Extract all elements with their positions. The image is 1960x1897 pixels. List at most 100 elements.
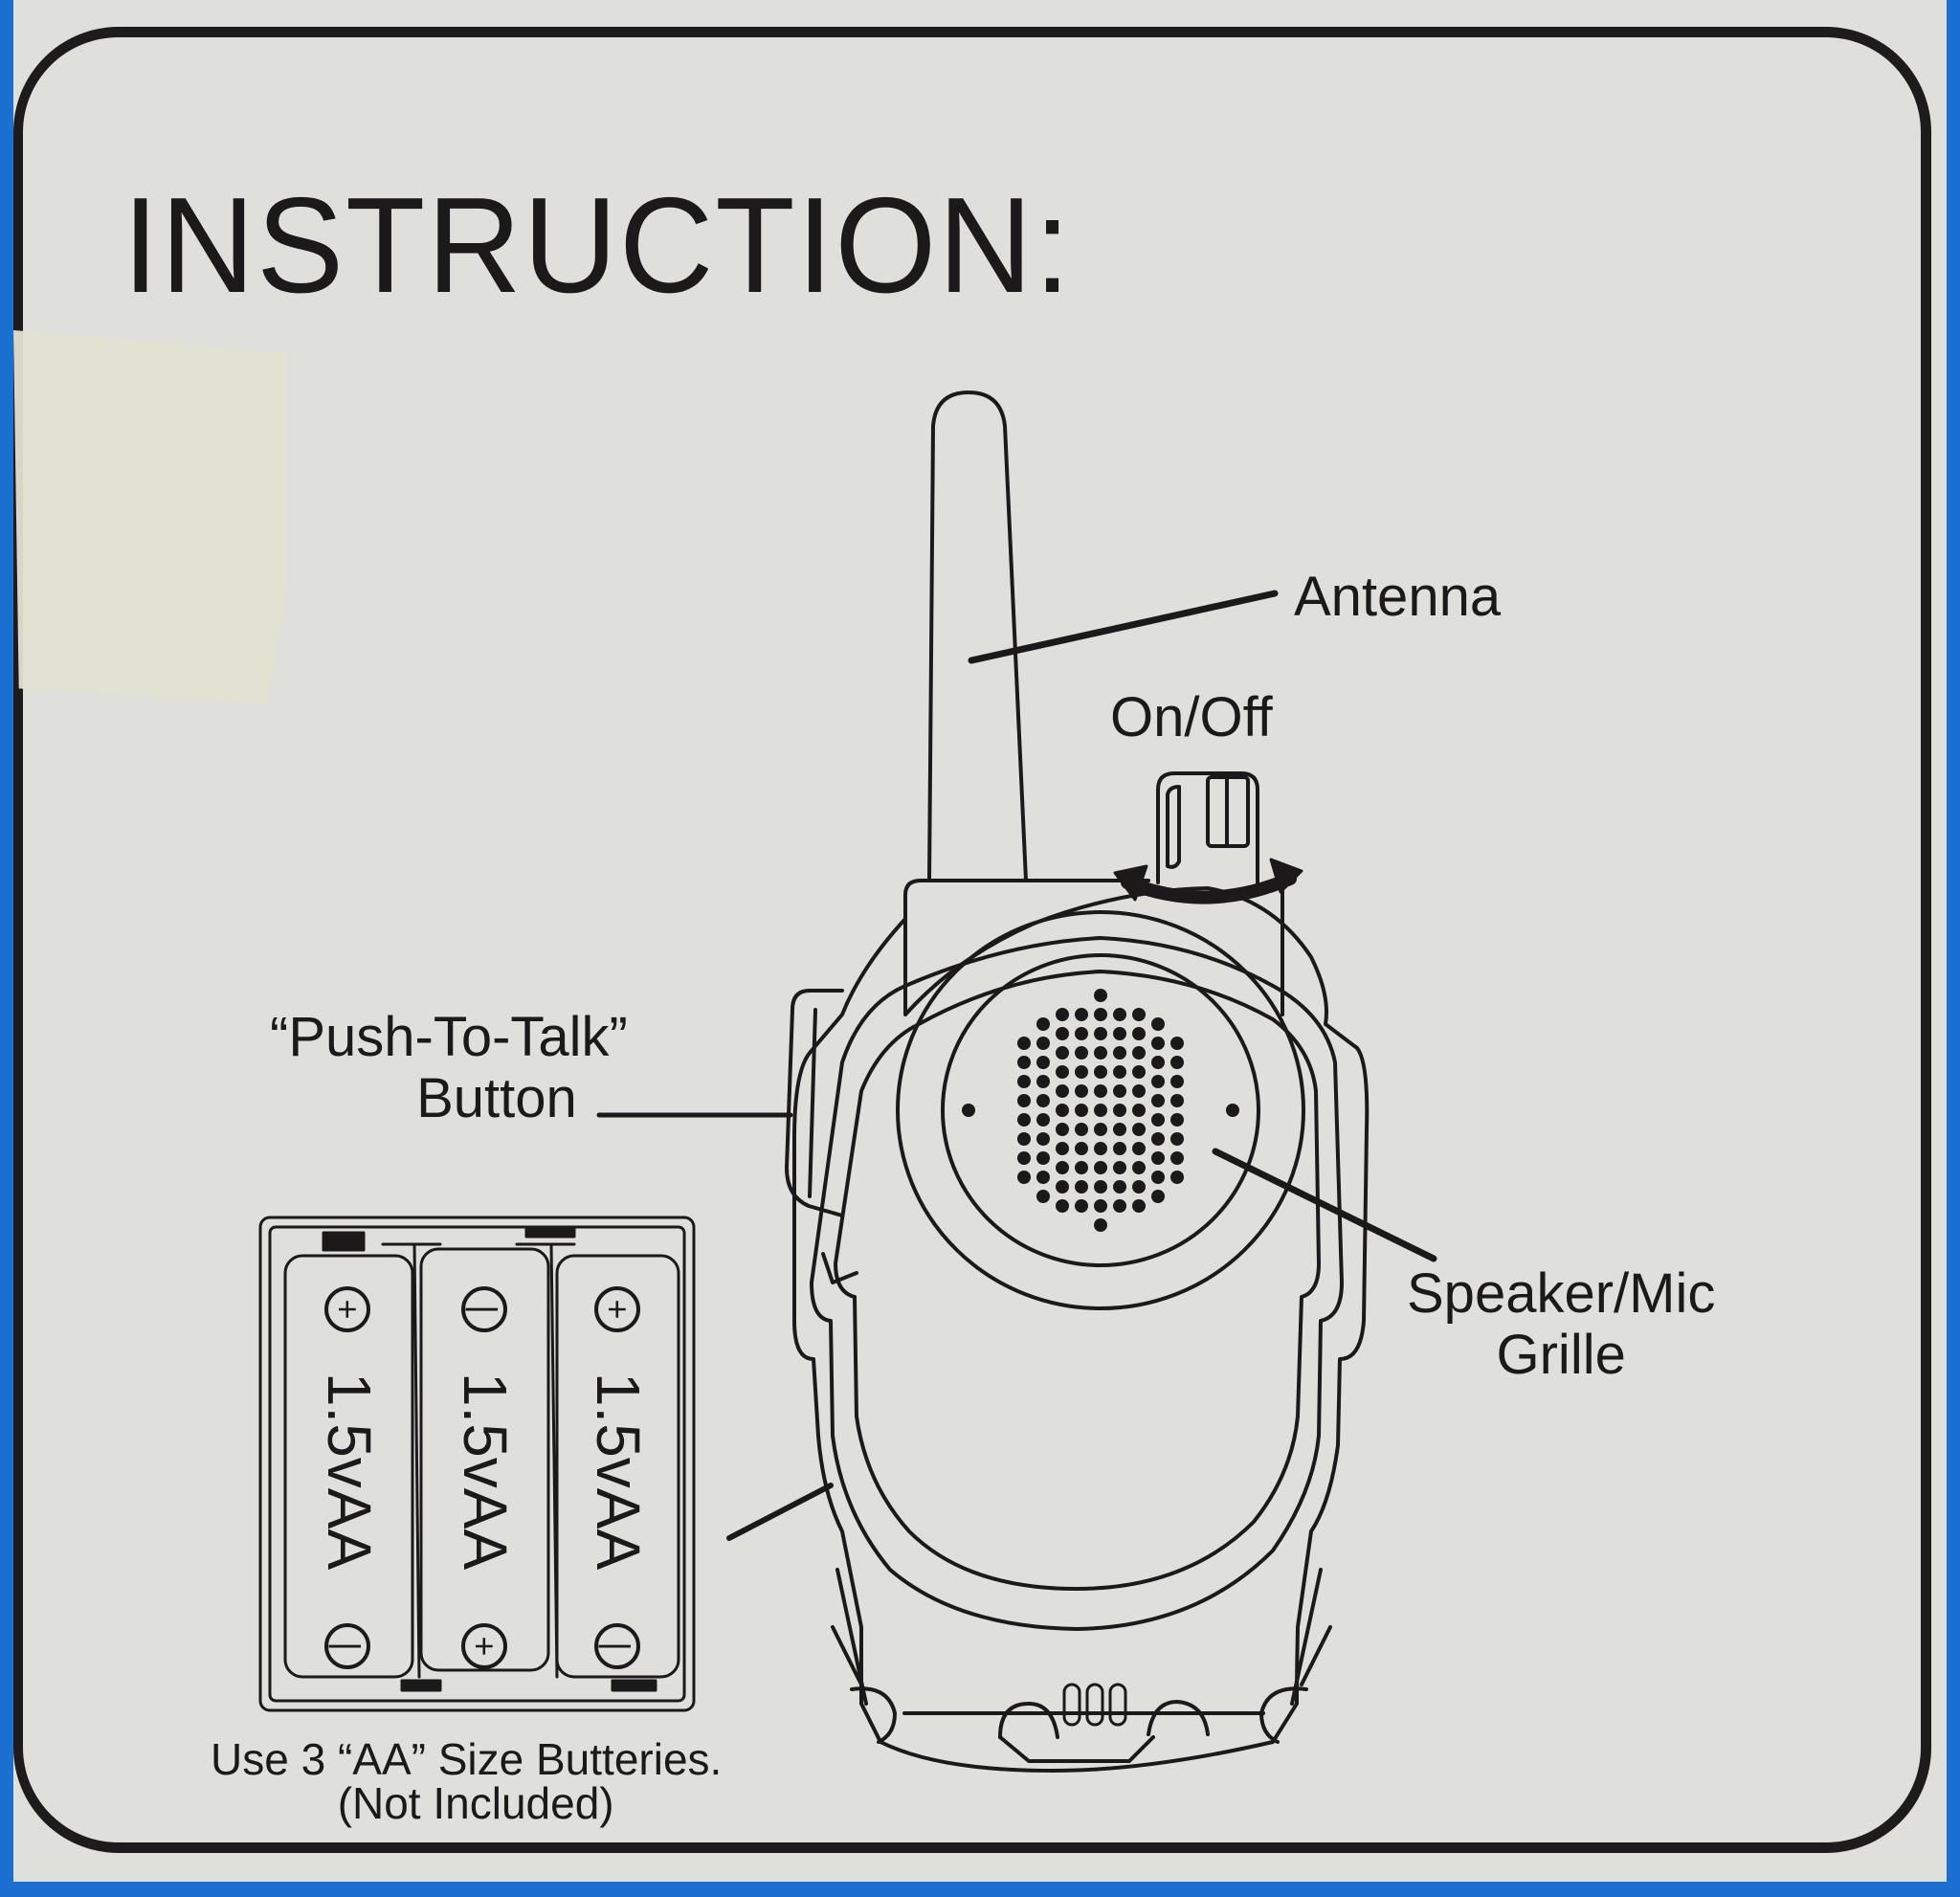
terminal-symbol: | bbox=[598, 1641, 637, 1650]
grille-dot bbox=[1036, 1094, 1050, 1107]
grille-dot bbox=[1075, 1123, 1088, 1136]
battery-note: Use 3 “AA” Size Butteries. (Not Included… bbox=[211, 1737, 722, 1825]
battery-note-line1: Use 3 “AA” Size Butteries. bbox=[211, 1734, 723, 1784]
on-off-label: On/Off bbox=[1110, 686, 1273, 748]
grille-dot bbox=[1113, 1046, 1126, 1060]
terminal-symbol: + bbox=[328, 1299, 368, 1319]
battery-compartment bbox=[258, 1216, 696, 1712]
grille-dot bbox=[1151, 1190, 1165, 1203]
grille-dot bbox=[1113, 1123, 1126, 1136]
grille-dot bbox=[1132, 1199, 1146, 1213]
antenna-leader-line bbox=[968, 590, 1279, 664]
grille-dot bbox=[1170, 1094, 1184, 1107]
grille-dot bbox=[1113, 1084, 1126, 1098]
battery-terminals: +||++| bbox=[324, 1286, 640, 1669]
antenna-label: Antenna bbox=[1294, 566, 1502, 628]
grille-dot bbox=[1017, 1113, 1031, 1127]
antenna-icon bbox=[927, 391, 1028, 882]
grille-dot bbox=[1132, 1142, 1146, 1155]
grille-dot bbox=[962, 1104, 975, 1117]
terminal-symbol: | bbox=[465, 1305, 504, 1313]
terminal-symbol: + bbox=[598, 1299, 637, 1319]
grille-dot bbox=[1017, 1075, 1031, 1088]
grille-dot bbox=[1036, 1075, 1050, 1088]
negative-terminal-icon bbox=[594, 1623, 640, 1669]
push-to-talk-label-line2: Button bbox=[416, 1066, 577, 1129]
grille-dot bbox=[1132, 1161, 1146, 1174]
speaker-label: Speaker/Mic Grille bbox=[1407, 1263, 1715, 1386]
grille-dot bbox=[1056, 1065, 1069, 1079]
grille-dot bbox=[1170, 1037, 1184, 1050]
grille-dot bbox=[1017, 1094, 1031, 1107]
grille-dot bbox=[1113, 1142, 1126, 1155]
grille-dot bbox=[1075, 1065, 1088, 1079]
grille-dot bbox=[1170, 1171, 1184, 1184]
battery-leader-line bbox=[726, 1483, 834, 1541]
grille-dot bbox=[1036, 1056, 1050, 1069]
grille-dot bbox=[1017, 1037, 1031, 1050]
instruction-panel bbox=[13, 0, 1947, 1882]
grille-dot bbox=[1113, 1199, 1126, 1213]
negative-terminal-icon bbox=[461, 1286, 507, 1332]
grille-dot bbox=[1094, 1027, 1107, 1040]
grille-dot bbox=[1113, 1180, 1126, 1194]
grille-dot bbox=[1094, 1065, 1107, 1079]
grille-dot bbox=[1151, 1113, 1165, 1127]
grille-dot bbox=[1075, 1084, 1088, 1098]
grille-dot bbox=[1036, 1151, 1050, 1165]
grille-dot bbox=[1094, 989, 1107, 1002]
grille-dot bbox=[1094, 1123, 1107, 1136]
grille-dot bbox=[1170, 1132, 1184, 1146]
grille-dot bbox=[1017, 1151, 1031, 1165]
panel-border bbox=[13, 27, 1931, 1853]
terminal-symbol: | bbox=[328, 1641, 368, 1650]
instruction-title: INSTRUCTION: bbox=[122, 169, 1073, 322]
push-to-talk-button-icon bbox=[785, 989, 844, 1217]
grille-dot bbox=[1094, 1161, 1107, 1174]
grille-dot bbox=[1094, 1008, 1107, 1021]
grille-dot bbox=[1075, 1142, 1088, 1155]
grille-dot bbox=[1017, 1171, 1031, 1184]
positive-terminal-icon bbox=[594, 1286, 640, 1332]
grille-dot bbox=[1056, 1084, 1069, 1098]
grille-dot bbox=[1113, 1008, 1126, 1021]
grille-dot bbox=[1151, 1056, 1165, 1069]
grille-dot bbox=[1017, 1132, 1031, 1146]
grille-dot bbox=[1056, 1008, 1069, 1021]
grille-dot bbox=[1017, 1056, 1031, 1069]
negative-terminal-icon bbox=[324, 1623, 370, 1669]
grille-dot bbox=[1036, 1037, 1050, 1050]
grille-dot bbox=[1075, 1104, 1088, 1117]
grille-dot bbox=[1132, 1046, 1146, 1060]
grille-dot bbox=[1094, 1104, 1107, 1117]
grille-dot bbox=[1056, 1142, 1069, 1155]
grille-dot bbox=[1056, 1027, 1069, 1040]
grille-dot bbox=[1132, 1104, 1146, 1117]
grille-dot bbox=[1151, 1132, 1165, 1146]
grille-dot bbox=[1056, 1104, 1069, 1117]
grille-dot bbox=[1075, 1046, 1088, 1060]
grille-dot bbox=[1132, 1084, 1146, 1098]
speaker-grille-dots bbox=[962, 989, 1239, 1232]
battery-cell-label: 1.5vAA bbox=[451, 1372, 520, 1571]
grille-dot bbox=[1094, 1180, 1107, 1194]
speaker-label-line1: Speaker/Mic bbox=[1407, 1262, 1716, 1325]
grille-dot bbox=[1056, 1180, 1069, 1194]
grille-dot bbox=[1170, 1113, 1184, 1127]
grille-dot bbox=[1113, 1065, 1126, 1079]
grille-dot bbox=[1132, 1008, 1146, 1021]
grille-dot bbox=[1151, 1017, 1165, 1031]
grille-dot bbox=[1170, 1151, 1184, 1165]
push-to-talk-label-line1: “Push-To-Talk” bbox=[270, 1006, 628, 1068]
grille-dot bbox=[1113, 1161, 1126, 1174]
grille-dot bbox=[1036, 1190, 1050, 1203]
grille-dot bbox=[1094, 1142, 1107, 1155]
grille-dot bbox=[1132, 1027, 1146, 1040]
grille-dot bbox=[1036, 1132, 1050, 1146]
speaker-leader-line bbox=[1212, 1148, 1437, 1262]
grille-dot bbox=[1075, 1027, 1088, 1040]
battery-cell-label: 1.5vAA bbox=[315, 1372, 384, 1571]
grille-dot bbox=[1151, 1171, 1165, 1184]
positive-terminal-icon bbox=[461, 1623, 507, 1669]
grille-dot bbox=[1113, 1104, 1126, 1117]
